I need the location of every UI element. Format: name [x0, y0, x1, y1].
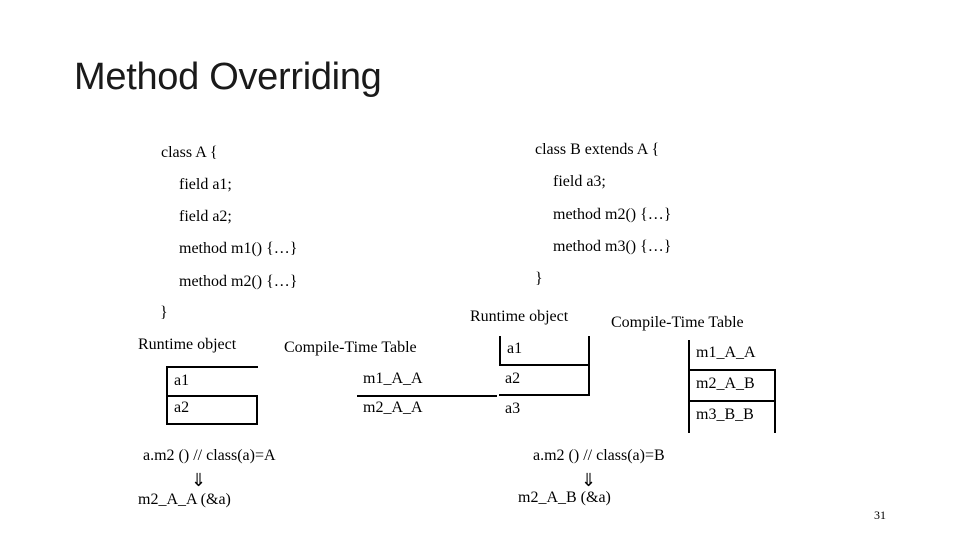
right-down-arrow-icon: ⇓ [581, 470, 597, 490]
right-result-text: m2_A_B (&a) [518, 489, 611, 506]
right-compile-cell-m1: m1_A_A [688, 340, 776, 371]
class-a-close: } [160, 304, 168, 321]
class-a-line-4: method m2() {…} [179, 273, 298, 290]
right-runtime-cell-a2: a2 [499, 366, 590, 396]
class-a-line-2: field a2; [179, 208, 232, 225]
page-number: 31 [874, 508, 886, 522]
left-runtime-label: Runtime object [138, 336, 237, 353]
left-down-arrow-icon: ⇓ [191, 470, 207, 490]
right-compile-label: Compile-Time Table [611, 314, 744, 331]
left-compile-cell-m2: m2_A_A [363, 399, 423, 416]
left-runtime-cell-a1: a1 [166, 366, 258, 397]
left-call-text: a.m2 () // class(a)=A [143, 447, 276, 464]
right-call-text: a.m2 () // class(a)=B [533, 447, 665, 464]
right-compile-cell-m2: m2_A_B [688, 371, 776, 402]
left-compile-label: Compile-Time Table [284, 339, 417, 356]
class-a-header: class A { [161, 144, 218, 161]
right-runtime-cell-a3: a3 [505, 400, 521, 417]
left-compile-cell-m1: m1_A_A [357, 366, 497, 397]
class-b-close: } [535, 270, 543, 287]
right-compile-cell-m3: m3_B_B [688, 402, 776, 433]
class-b-line-3: method m3() {…} [553, 238, 672, 255]
class-b-line-2: method m2() {…} [553, 206, 672, 223]
class-b-header: class B extends A { [535, 141, 660, 158]
class-a-line-1: field a1; [179, 176, 232, 193]
right-runtime-cell-a1: a1 [499, 336, 590, 366]
class-a-line-3: method m1() {…} [179, 240, 298, 257]
class-b-line-1: field a3; [553, 173, 606, 190]
left-result-text: m2_A_A (&a) [138, 491, 231, 508]
left-runtime-cell-a2: a2 [166, 395, 258, 425]
right-runtime-label: Runtime object [470, 308, 569, 325]
slide-title: Method Overriding [74, 56, 382, 98]
